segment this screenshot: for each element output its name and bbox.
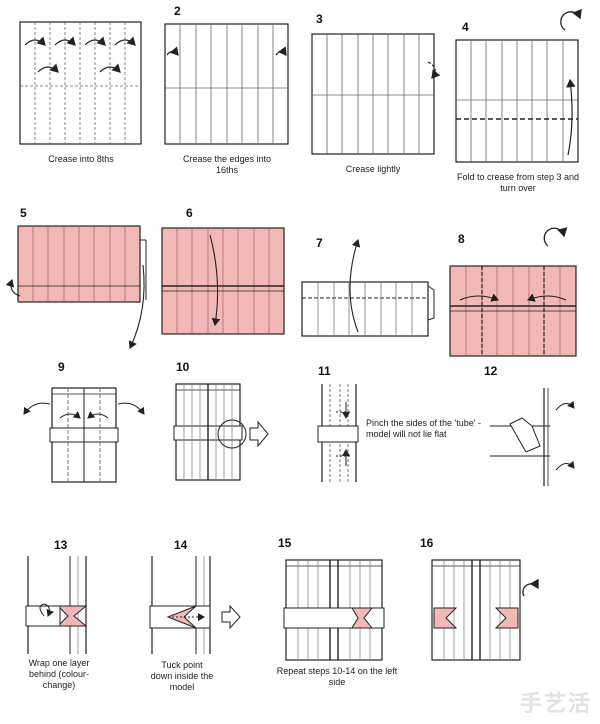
step-4-square bbox=[455, 8, 582, 163]
step-13-model bbox=[25, 556, 88, 654]
step-2-caption: Crease the edges into 16ths bbox=[182, 154, 272, 175]
step-number: 2 bbox=[174, 4, 181, 18]
step-8-model bbox=[449, 227, 577, 357]
step-number: 9 bbox=[58, 360, 65, 374]
step-3-square bbox=[311, 33, 441, 155]
step-3-caption: Crease lightly bbox=[345, 164, 401, 174]
step-number: 7 bbox=[316, 236, 323, 250]
step-9-model bbox=[23, 387, 145, 483]
step-15-model bbox=[283, 559, 385, 661]
step-4-caption: Fold to crease from step 3 and turn over bbox=[456, 172, 580, 193]
step-number: 10 bbox=[176, 360, 190, 374]
step-number: 12 bbox=[484, 364, 498, 378]
step-14-caption: Tuck point down inside the model bbox=[150, 660, 214, 692]
step-number: 3 bbox=[316, 12, 323, 26]
step-5-model bbox=[5, 225, 147, 349]
step-number: 4 bbox=[462, 20, 469, 34]
step-6-model bbox=[161, 227, 285, 335]
step-12-model bbox=[490, 388, 575, 486]
step-10-model bbox=[173, 383, 269, 481]
step-number: 15 bbox=[278, 536, 292, 550]
turn-over-icon bbox=[560, 8, 582, 31]
step-1-caption: Crease into 8ths bbox=[48, 154, 114, 164]
step-number: 8 bbox=[458, 232, 465, 246]
step-number: 5 bbox=[20, 206, 27, 220]
step-number: 13 bbox=[54, 538, 68, 552]
step-number: 16 bbox=[420, 536, 434, 550]
step-number: 11 bbox=[318, 364, 331, 378]
step-15-caption: Repeat steps 10-14 on the left side bbox=[276, 666, 398, 687]
watermark-text: 手艺活 bbox=[519, 692, 592, 717]
step-2-square bbox=[164, 23, 289, 145]
step-11-model bbox=[317, 384, 359, 482]
step-13-caption: Wrap one layer behind (colour-change) bbox=[28, 658, 90, 690]
step-16-model bbox=[431, 559, 539, 661]
step-7-model bbox=[301, 238, 435, 337]
step-11-caption: Pinch the sides of the 'tube' - model wi… bbox=[366, 418, 482, 439]
step-1-square bbox=[19, 21, 142, 145]
step-number: 6 bbox=[186, 206, 193, 220]
step-14-model bbox=[149, 556, 241, 654]
step-number: 14 bbox=[174, 538, 188, 552]
